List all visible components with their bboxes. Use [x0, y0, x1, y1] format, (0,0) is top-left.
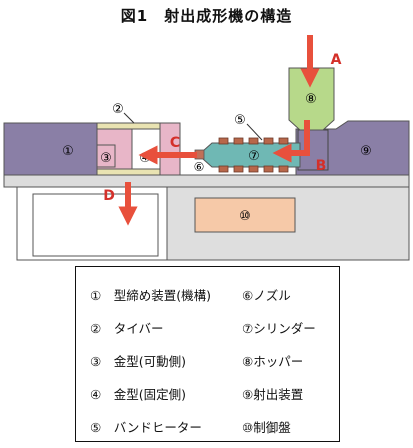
- legend-item: ⑨射出装置: [242, 387, 304, 402]
- base-top-rail: [3, 174, 410, 188]
- marker-1: ①: [62, 144, 74, 159]
- band-heater: [278, 137, 289, 145]
- base-left-inner: [32, 193, 159, 257]
- band-heater: [218, 165, 229, 173]
- band-heater: [248, 137, 259, 145]
- legend-item: ⑤ バンドヒーター: [90, 420, 202, 435]
- marker-9: ⑨: [360, 144, 372, 159]
- marker-5: ⑤: [234, 113, 246, 128]
- injection-molding-machine-diagram: ⑩ ① ② ③ ④ ⑨ ⑧ ⑦ ⑤ ⑥ A B C D: [3, 35, 410, 261]
- arrow-d-label: D: [103, 188, 115, 204]
- tie-bar-top: [96, 122, 161, 130]
- legend-item: ⑥ノズル: [242, 288, 291, 303]
- mold-moving: [96, 144, 116, 168]
- arrow-b-label: B: [316, 158, 327, 174]
- band-heater: [233, 137, 244, 145]
- band-heater: [218, 137, 229, 145]
- screw-housing: [297, 129, 329, 171]
- control-panel: [194, 197, 296, 233]
- legend-box: ① 型締め装置(機構) ② タイバー ③ 金型(可動側) ④ 金型(固定側) ⑤…: [75, 266, 340, 442]
- arrow-c-label: C: [170, 135, 180, 151]
- tie-bar-leader: [123, 112, 135, 124]
- band-heater: [278, 165, 289, 173]
- tie-bar-bottom: [96, 168, 161, 176]
- band-heater-leader: [246, 123, 263, 141]
- arrow-b: [272, 120, 310, 163]
- legend-item: ⑩制御盤: [242, 420, 291, 435]
- legend-item: ⑦シリンダー: [242, 321, 316, 336]
- band-heater: [263, 137, 274, 145]
- legend-item: ⑧ホッパー: [242, 354, 304, 369]
- marker-2: ②: [112, 102, 124, 117]
- marker-3: ③: [100, 151, 112, 166]
- legend-item: ④ 金型(固定側): [90, 387, 186, 402]
- marker-7: ⑦: [248, 149, 260, 164]
- band-heater: [233, 165, 244, 173]
- band-heater: [248, 165, 259, 173]
- band-heater: [263, 165, 274, 173]
- clamping-unit: [3, 122, 98, 176]
- legend-item: ② タイバー: [90, 321, 164, 336]
- figure-title: 図1 射出成形機の構造: [120, 7, 293, 25]
- marker-10: ⑩: [239, 209, 251, 224]
- legend-item: ① 型締め装置(機構): [90, 288, 211, 303]
- legend-item: ③ 金型(可動側): [90, 354, 186, 369]
- hopper: [288, 67, 335, 131]
- arrow-a-label: A: [331, 52, 342, 68]
- marker-8: ⑧: [305, 92, 317, 107]
- fixed-platen: [159, 122, 181, 176]
- marker-6: ⑥: [194, 160, 205, 174]
